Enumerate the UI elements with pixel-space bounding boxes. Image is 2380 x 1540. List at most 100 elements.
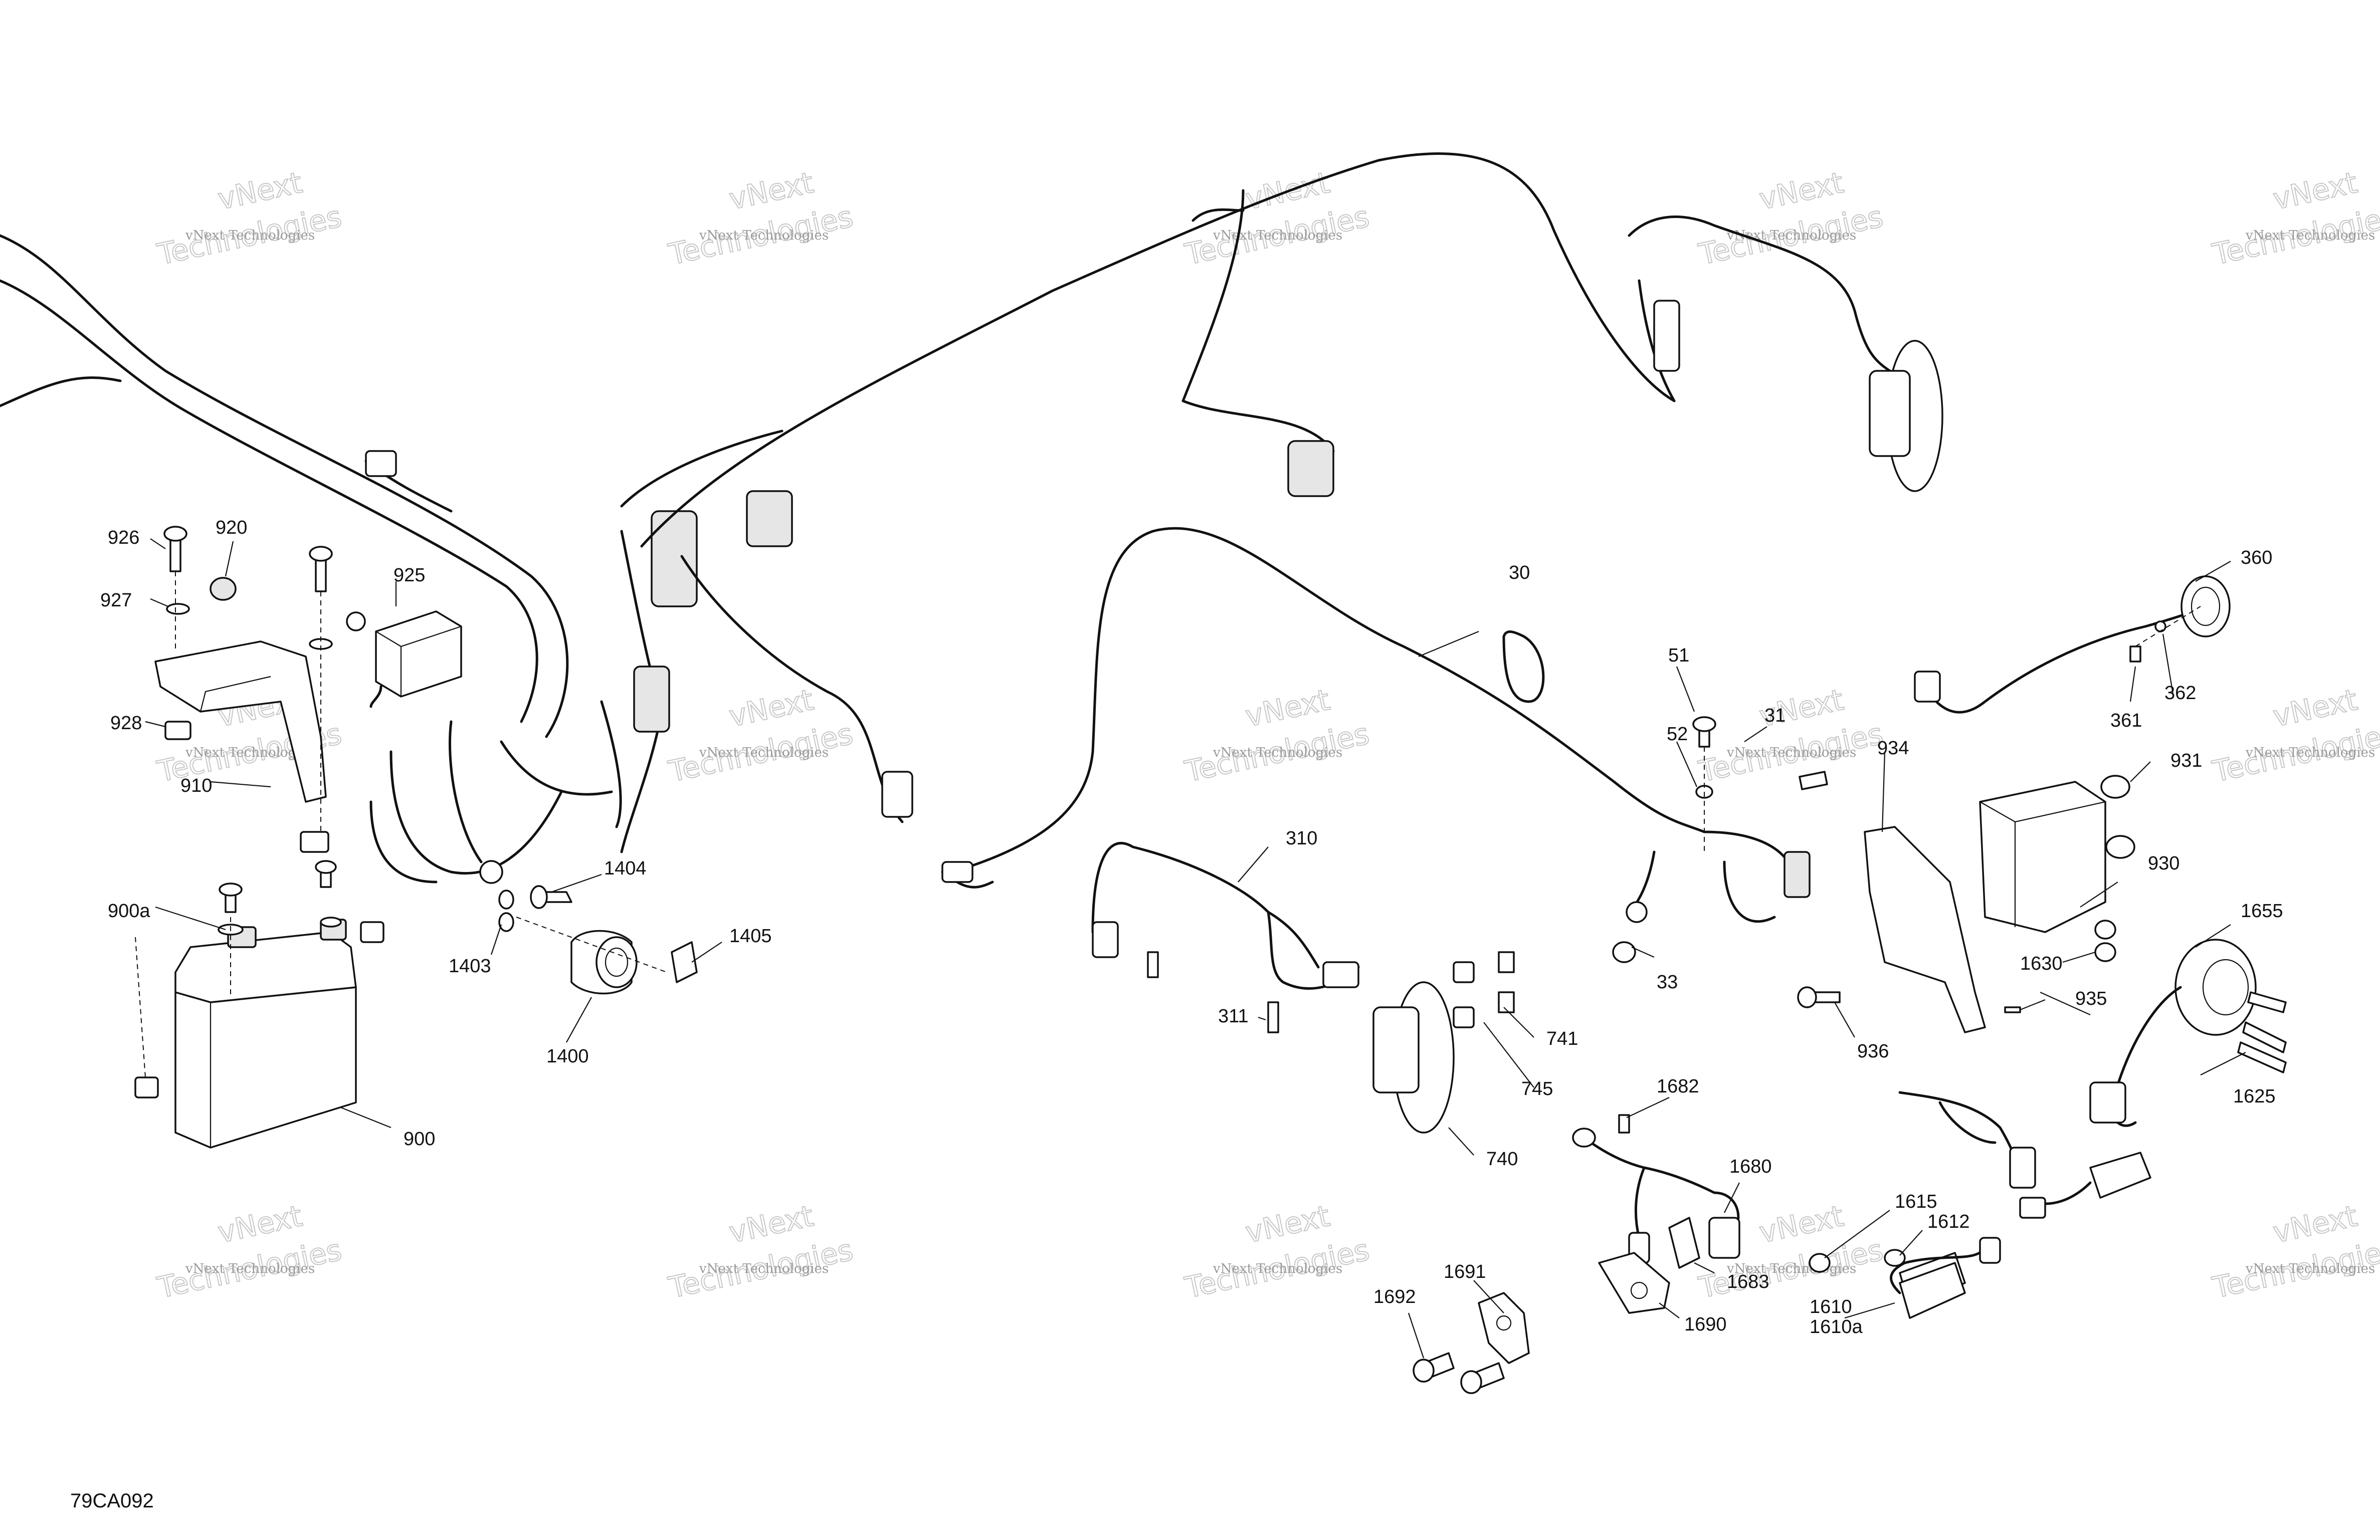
hardware-361-362 [2129,606,2201,663]
harness-30-ring-lug [1626,901,1648,923]
battery-assembly [134,526,384,1149]
bolt-1625-c [2237,1041,2287,1073]
harness-30-connector [1783,851,1811,898]
callout-927: 927 [100,590,132,611]
harness-connector-block [633,666,670,733]
bolt-1625-a [2247,991,2287,1013]
watermark-1: vNext Technologies vNext Technologies [154,165,345,272]
module-1610-connector [1979,1237,2001,1264]
watermark-15: vNext Technologies vNext Technologies [2209,1198,2380,1305]
svg-text:vNext Technologies: vNext Technologies [1213,1261,1342,1276]
diagram-code: 79CA092 [70,1490,154,1512]
watermark-3: vNext Technologies vNext Technologies [1181,165,1373,272]
bracket-934 [1797,826,2021,1033]
callout-1655: 1655 [2241,901,2283,922]
callout-934: 934 [1877,738,1909,759]
watermark-4: vNext Technologies vNext Technologies [1695,165,1887,272]
nut-1615 [1809,1253,1831,1273]
callout-925: 925 [393,565,425,586]
bracket-1691 [1413,1292,1530,1394]
callout-745: 745 [1521,1078,1553,1099]
leader-lines [145,538,2246,1359]
sensor-group-1683 [1668,1217,1700,1269]
nut-900a-lower [134,1076,159,1098]
harness-360-connector [1914,671,1941,703]
screw-1682 [1618,1114,1630,1134]
svg-text:vNext Technologies: vNext Technologies [2245,1261,2375,1276]
watermark-10: vNext Technologies vNext Technologies [2209,682,2380,789]
callout-1612: 1612 [1927,1211,1970,1232]
harness-30 [941,527,1811,923]
callout-1610: 1610 [1810,1296,1852,1317]
callout-1683: 1683 [1727,1271,1769,1292]
callout-51: 51 [1668,645,1689,666]
svg-text:vNext Technologies: vNext Technologies [185,1261,315,1276]
callout-936: 936 [1857,1041,1889,1062]
callout-900a: 900a [108,901,150,922]
nut-931 [2100,775,2130,799]
harness-plug-round [479,860,503,884]
watermark-9: vNext Technologies vNext Technologies [1695,682,1887,789]
horn-connector [2089,1081,2126,1124]
main-harness-loom [0,234,913,884]
harness-310-connector-right [1322,961,1359,988]
watermark-2: vNext Technologies vNext Technologies [665,165,857,272]
light-740 [1147,951,1515,1134]
callout-31: 31 [1764,705,1786,726]
callout-900: 900 [404,1129,435,1150]
screw-741-a [1498,951,1515,973]
nut-33 [1612,941,1636,963]
clip-745-b [1453,1006,1475,1028]
harness-main-connector [651,510,698,607]
watermark-12: vNext Technologies vNext Technologies [665,1198,857,1305]
callout-1692: 1692 [1373,1286,1416,1307]
clip-745-a [1453,961,1475,983]
screw-935 [2004,1006,2021,1013]
svg-text:vNext Technologies: vNext Technologies [2245,745,2375,760]
upper-harness-connector [1287,440,1334,497]
svg-text:vNext Technologies: vNext Technologies [699,745,829,760]
harness-310 [1091,841,1360,990]
washer-1403-b [498,912,514,932]
relay-925 [346,610,462,708]
watermarks: vNext Technologies vNext Technologies vN… [154,165,2380,1305]
callout-1690: 1690 [1684,1314,1727,1335]
upper-right-light-housing [1869,370,1911,457]
harness-360 [1914,575,2231,714]
small-connector-top [365,450,397,477]
callout-1680: 1680 [1729,1156,1772,1177]
callout-52: 52 [1667,724,1688,745]
nut-1630-b [2094,942,2116,962]
callout-1625: 1625 [2233,1086,2276,1107]
callout-931: 931 [2170,750,2202,771]
svg-text:vNext Technologies: vNext Technologies [1726,228,1856,243]
watermark-13: vNext Technologies vNext Technologies [1181,1198,1373,1305]
harness-360-lamp-socket [2180,575,2231,637]
callout-30: 30 [1509,562,1530,583]
holddown-nut [300,831,329,853]
callout-360: 360 [2241,547,2272,568]
screw-361 [2129,645,2141,663]
hardware-31-51-52-33 [1612,716,1828,963]
watermark-7: vNext Technologies vNext Technologies [665,682,857,789]
nut-1630-a [2094,920,2116,940]
callout-33: 33 [1657,972,1678,993]
harness-black-connector [746,490,793,547]
callout-926: 926 [108,527,139,548]
harness-connector-right [881,771,913,818]
svg-text:vNext Technologies: vNext Technologies [1726,745,1856,760]
callout-1691: 1691 [1444,1261,1486,1282]
callout-1682: 1682 [1657,1076,1699,1097]
nut-900a-top [360,921,384,943]
callout-928: 928 [110,713,142,734]
svg-text:vNext Technologies: vNext Technologies [699,1261,829,1276]
svg-text:vNext Technologies: vNext Technologies [2245,228,2375,243]
nut-920 [210,577,237,601]
lower-right-module [2089,1152,2151,1199]
battery [174,919,357,1149]
callout-930: 930 [2148,853,2179,874]
watermark-5: vNext Technologies vNext Technologies [2209,165,2380,272]
washer-1403-a [498,890,514,910]
screw-310-a [1147,951,1159,978]
